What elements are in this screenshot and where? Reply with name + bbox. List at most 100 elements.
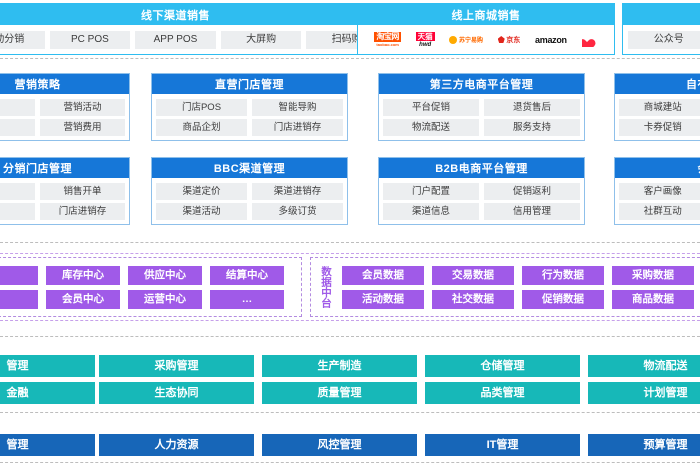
chip-human-resources[interactable]: 人力资源 — [99, 434, 254, 456]
chip-store-inventory[interactable]: 门店进销存 — [252, 118, 343, 136]
chip-supply-management[interactable]: 管理 — [0, 355, 95, 377]
chip-quality-mgmt[interactable]: 质量管理 — [262, 382, 417, 404]
panel-own-ecom[interactable]: 自有电商 商城建站 卡券促销 — [614, 73, 700, 141]
panel-title: 互联 — [623, 4, 700, 25]
panel-internet-channel[interactable]: 互联 公众号 — [622, 3, 700, 55]
chip-support-management[interactable]: 管理 — [0, 434, 95, 456]
chip-supply-center[interactable]: 供应中心 — [128, 265, 202, 285]
panel-online-mall[interactable]: 线上商城销售 淘宝网 taobao.com 天猫 hwd 苏宁易购 京东 — [357, 3, 615, 55]
jd-logo[interactable]: 京东 — [497, 35, 520, 45]
chip-dist-b[interactable] — [0, 202, 35, 220]
chip-supply-finance[interactable]: 金融 — [0, 382, 95, 404]
chip-social-data[interactable]: 社交数据 — [432, 289, 514, 309]
chip-channel-inventory[interactable]: 渠道进销存 — [252, 182, 343, 200]
chip-row: 公众号 — [628, 30, 700, 49]
chip-row: 卡券促销 — [619, 118, 700, 136]
chip-multilevel-order[interactable]: 多级订货 — [252, 202, 343, 220]
chip-app-pos[interactable]: APP POS — [135, 30, 216, 49]
panel-bbc-channel-management[interactable]: BBC渠道管理 渠道定价 渠道进销存 渠道活动 多级订货 — [151, 157, 348, 225]
panel-thirdparty-ecom-management[interactable]: 第三方电商平台管理 平台促销 退货售后 物流配送 服务支持 — [378, 73, 585, 141]
chip-manufacturing[interactable]: 生产制造 — [262, 355, 417, 377]
chip-customer-profile[interactable]: 客户画像 — [619, 182, 700, 200]
chip-credit-mgmt[interactable]: 信用管理 — [484, 202, 580, 220]
chip-bigscreen-buy[interactable]: 大屏购 — [220, 30, 302, 49]
chip-row: 营销费用 — [0, 118, 125, 136]
taobao-logo[interactable]: 淘宝网 taobao.com — [374, 32, 401, 47]
chip-product-data[interactable]: 商品数据 — [612, 289, 694, 309]
panel-marketing-strategy[interactable]: 营销策略 营销活动 营销费用 — [0, 73, 130, 141]
chip-service-support[interactable]: 服务支持 — [484, 118, 580, 136]
chip-marketing-a[interactable] — [0, 98, 35, 116]
amazon-logo[interactable]: amazon — [535, 34, 567, 45]
chip-merch-planning[interactable]: 商品企划 — [156, 118, 247, 136]
chip-budget-management[interactable]: 预算管理 — [588, 434, 700, 456]
panel-title: 线下渠道销售 — [0, 4, 392, 25]
chip-row: 门店POS 智能导购 — [156, 98, 343, 116]
chip-row: 渠道活动 多级订货 — [156, 202, 343, 220]
panel-title: BBC渠道管理 — [152, 158, 347, 178]
chip-community[interactable]: 社群互动 — [619, 202, 700, 220]
chip-return-service[interactable]: 退货售后 — [484, 98, 580, 116]
chip-dist-a[interactable] — [0, 182, 35, 200]
chip-inventory-center[interactable]: 库存中心 — [46, 265, 120, 285]
chip-eco-collab[interactable]: 生态协同 — [99, 382, 254, 404]
chip-it-management[interactable]: IT管理 — [425, 434, 580, 456]
chip-store-pos[interactable]: 门店POS — [156, 98, 247, 116]
chip-warehouse-mgmt[interactable]: 仓储管理 — [425, 355, 580, 377]
business-center-chips: 库存中心 供应中心 结算中心 会员中心 运营中心 … — [0, 260, 300, 314]
chip-store-inv-2[interactable]: 门店进销存 — [40, 202, 125, 220]
chip-portal-config[interactable]: 门户配置 — [383, 182, 479, 200]
chip-promo-rebate[interactable]: 促销返利 — [484, 182, 580, 200]
chip-official-account[interactable]: 公众号 — [628, 30, 700, 49]
chip-logistics-delivery[interactable]: 物流配送 — [588, 355, 700, 377]
panel-title: 分销门店管理 — [0, 158, 129, 178]
panel-distribution-store-management[interactable]: 分销门店管理 销售开单 门店进销存 — [0, 157, 130, 225]
chip-channel-info[interactable]: 渠道信息 — [383, 202, 479, 220]
platform-section-divider — [0, 336, 700, 337]
panel-membership[interactable]: 会员 客户画像 社群互动 — [614, 157, 700, 225]
chip-marketing-expense[interactable]: 营销费用 — [40, 118, 125, 136]
chip-sales-order[interactable]: 销售开单 — [40, 182, 125, 200]
chip-category-mgmt[interactable]: 品类管理 — [425, 382, 580, 404]
tmall-logo[interactable]: 天猫 hwd — [415, 31, 435, 48]
chip-channel-pricing[interactable]: 渠道定价 — [156, 182, 247, 200]
chip-procurement-data[interactable]: 采购数据 — [612, 265, 694, 285]
chip-transaction-data[interactable]: 交易数据 — [432, 265, 514, 285]
chip-member-data[interactable]: 会员数据 — [342, 265, 424, 285]
chip-settlement-center[interactable]: 结算中心 — [210, 265, 284, 285]
panel-title: 会员 — [615, 158, 700, 178]
chip-campaign-data[interactable]: 活动数据 — [342, 289, 424, 309]
chip-row: 渠道信息 信用管理 — [383, 202, 580, 220]
chip-row: 平台促销 退货售后 — [383, 98, 580, 116]
chip-plan-mgmt[interactable]: 计划管理 — [588, 382, 700, 404]
chip-mall-build[interactable]: 商城建站 — [619, 98, 700, 116]
panel-b2b-ecom-management[interactable]: B2B电商平台管理 门户配置 促销返利 渠道信息 信用管理 — [378, 157, 585, 225]
chip-bc-partial-1[interactable] — [0, 265, 38, 285]
chip-mobile-distribution[interactable]: 移动分销 — [0, 30, 45, 49]
chip-promo-data[interactable]: 促销数据 — [522, 289, 604, 309]
chip-smart-guide[interactable]: 智能导购 — [252, 98, 343, 116]
data-center-box — [310, 257, 700, 317]
chip-coupon-promo[interactable]: 卡券促销 — [619, 118, 700, 136]
chip-channel-campaign[interactable]: 渠道活动 — [156, 202, 247, 220]
chip-platform-promo[interactable]: 平台促销 — [383, 98, 479, 116]
chip-risk-control[interactable]: 风控管理 — [262, 434, 417, 456]
chip-bc-partial-2[interactable] — [0, 289, 38, 309]
logo-strip: 淘宝网 taobao.com 天猫 hwd 苏宁易购 京东 amazon — [363, 31, 609, 49]
panel-offline-channel[interactable]: 线下渠道销售 移动分销 PC POS APP POS 大屏购 扫码购 — [0, 3, 393, 55]
panel-title: 直营门店管理 — [152, 74, 347, 94]
chip-operation-center[interactable]: 运营中心 — [128, 289, 202, 309]
panel-direct-store-management[interactable]: 直营门店管理 门店POS 智能导购 商品企划 门店进销存 — [151, 73, 348, 141]
chip-behavior-data[interactable]: 行为数据 — [522, 265, 604, 285]
chip-member-center[interactable]: 会员中心 — [46, 289, 120, 309]
chip-logistics[interactable]: 物流配送 — [383, 118, 479, 136]
chip-row: 销售开单 — [0, 182, 125, 200]
chip-pc-pos[interactable]: PC POS — [49, 30, 131, 49]
chip-marketing-b[interactable] — [0, 118, 35, 136]
xiaohongshu-logo[interactable] — [581, 33, 598, 47]
chip-more[interactable]: … — [210, 289, 284, 309]
chip-procurement-mgmt[interactable]: 采购管理 — [99, 355, 254, 377]
suning-logo[interactable]: 苏宁易购 — [449, 35, 483, 44]
chip-marketing-campaign[interactable]: 营销活动 — [40, 98, 125, 116]
chip-row: 营销活动 — [0, 98, 125, 116]
